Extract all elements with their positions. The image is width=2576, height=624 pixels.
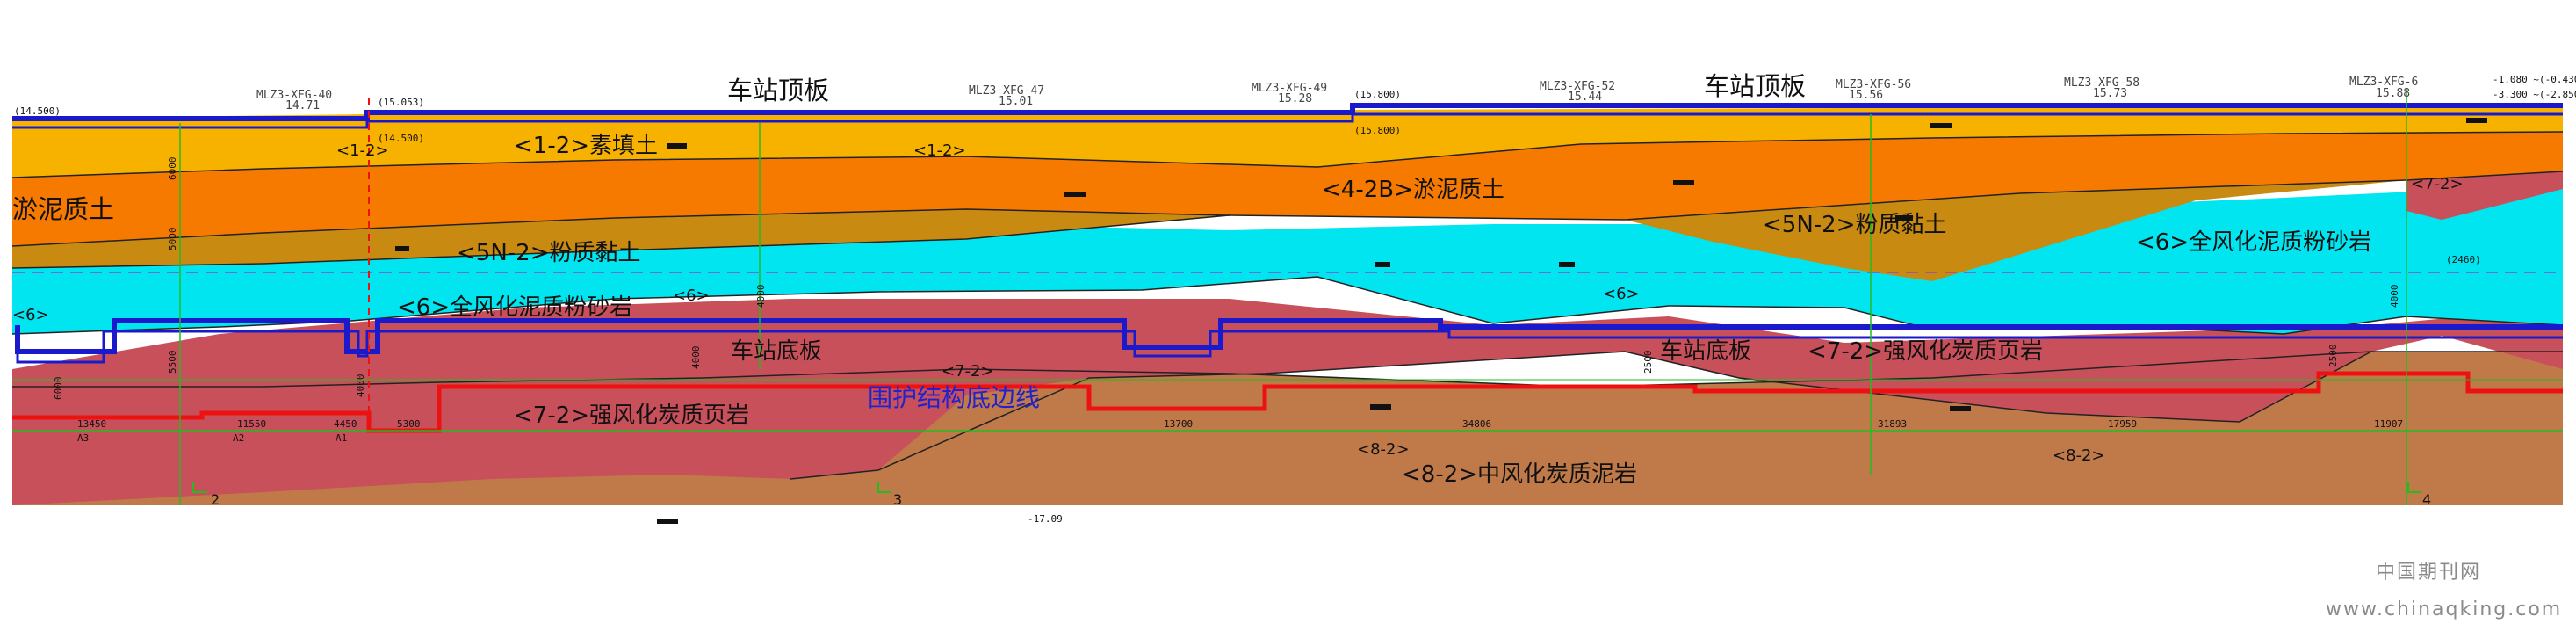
zone-label: A1 xyxy=(336,432,347,444)
roof-label-right: 车站顶板 xyxy=(1704,71,1806,101)
borehole-elev: 15.44 xyxy=(1568,91,1602,104)
elevation-mark: -3.300 ~(-2.850) xyxy=(2493,89,2576,100)
silty-clay-label-left: <5N-2>粉质黏土 xyxy=(457,240,641,266)
borehole-elev: 14.71 xyxy=(285,99,320,112)
vertical-dimension: 5000 xyxy=(167,228,178,251)
stratum-5N-2-right xyxy=(1625,180,2406,281)
layer-72-a: <7-2> xyxy=(942,362,994,381)
borehole-elev: 15.01 xyxy=(999,95,1033,108)
layer-6-b: <6> xyxy=(1603,285,1640,303)
borehole-lines xyxy=(179,88,2407,505)
stratum-boundary xyxy=(11,276,2564,335)
stratum-boundary xyxy=(11,131,2564,178)
elevation-mark: (2460) xyxy=(2446,254,2481,265)
station-floor-line xyxy=(15,318,2563,354)
dimension-text: 11907 xyxy=(2374,418,2403,430)
borehole-id: MLZ3-XFG-56 xyxy=(1836,78,1911,91)
roof-label-left: 车站顶板 xyxy=(727,76,829,105)
stratum-5N-2 xyxy=(12,209,1230,268)
borehole-id: MLZ3-XFG-58 xyxy=(2064,76,2139,90)
elevation-mark: (15.800) xyxy=(1354,125,1401,136)
vertical-dimension: 4000 xyxy=(2389,285,2400,308)
borehole-elev: 15.73 xyxy=(2093,87,2127,100)
borehole-id: MLZ3-XFG-52 xyxy=(1540,80,1615,93)
dimension-text: 11550 xyxy=(237,418,266,430)
section-marker: 4 xyxy=(2422,491,2431,508)
dimension-text: 34806 xyxy=(1462,418,1491,430)
elevation-mark: (14.500) xyxy=(14,105,61,117)
layer-82-a: <8-2> xyxy=(1357,440,1410,459)
watermark-url: www.chinaqking.com xyxy=(2326,599,2562,620)
fill-soil-short-1: <1-2> xyxy=(336,141,389,160)
dimension-text: 31893 xyxy=(1878,418,1907,430)
weathered-6-label-right: <6>全风化泥质粉砂岩 xyxy=(2136,229,2371,256)
station-roof-line xyxy=(12,103,2563,121)
fill-soil-short-2: <1-2> xyxy=(913,141,966,160)
boundary-line-label: 围护结构底边线 xyxy=(868,383,1040,412)
silt-label-mid: <4-2B>淤泥质土 xyxy=(1322,177,1504,203)
dimension-text: 4450 xyxy=(334,418,357,430)
silty-clay-label-right: <5N-2>粉质黏土 xyxy=(1763,212,1947,238)
dimension-text: 13700 xyxy=(1164,418,1193,430)
vertical-dimension: 4000 xyxy=(690,346,702,370)
data-marks xyxy=(395,118,2487,524)
floor-label-right: 车站底板 xyxy=(1660,338,1751,365)
section-marker: 3 xyxy=(893,491,902,508)
dimension-text: 5300 xyxy=(397,418,421,430)
borehole-elev: 15.28 xyxy=(1278,92,1312,105)
watermark-cn: 中国期刊网 xyxy=(2376,562,2481,584)
vertical-dimension: 4000 xyxy=(755,285,767,308)
elevation-mark: (15.053) xyxy=(378,97,424,108)
strong-72-label-bottom: <7-2>强风化炭质页岩 xyxy=(514,403,749,429)
vertical-dimension: 6000 xyxy=(167,157,178,181)
stratum-boundary xyxy=(12,351,2563,388)
borehole-elev: 15.88 xyxy=(2376,87,2410,100)
layer-82-b: <8-2> xyxy=(2053,446,2105,465)
stratum-7-2-lens xyxy=(2406,171,2563,220)
vertical-dimension: 6000 xyxy=(53,377,64,401)
elevation-mark: (15.800) xyxy=(1354,89,1401,100)
elevation-mark: (14.500) xyxy=(378,133,424,144)
zone-label: A2 xyxy=(233,432,244,444)
borehole-id: MLZ3-XFG-40 xyxy=(256,89,332,102)
borehole-id: MLZ3-XFG-6 xyxy=(2349,76,2418,89)
zone-label: A3 xyxy=(77,432,89,444)
stratum-boundary xyxy=(790,351,2372,480)
layer-6-c: <6> xyxy=(12,306,49,324)
section-marker-brackets xyxy=(192,482,2421,493)
strong-72-label-right: <7-2>强风化炭质页岩 xyxy=(1808,338,2043,365)
weathered-6-label-left: <6>全风化泥质粉砂岩 xyxy=(397,294,632,321)
floor-label-left: 车站底板 xyxy=(731,338,822,365)
moderate-82-label: <8-2>中风化炭质泥岩 xyxy=(1402,461,1637,488)
vertical-dimension: 5500 xyxy=(167,351,178,374)
elevation-mark: -1.080 ~(-0.430) xyxy=(2493,74,2576,85)
borehole-id: MLZ3-XFG-49 xyxy=(1252,82,1327,95)
station-floor-line-inner xyxy=(16,330,2563,364)
bottom-elevation: -17.09 xyxy=(1028,513,1063,525)
station-roof-line-inner xyxy=(12,112,2563,129)
silt-label-left: 淤泥质土 xyxy=(12,194,114,224)
borehole-elev: 15.56 xyxy=(1849,89,1883,102)
layer-6-a: <6> xyxy=(673,287,710,305)
dimension-text: 13450 xyxy=(77,418,106,430)
layer-72-b: <7-2> xyxy=(2411,175,2464,193)
stratum-7-2 xyxy=(12,299,2563,505)
section-marker: 2 xyxy=(211,491,220,508)
vertical-dimension: 2500 xyxy=(1642,351,1654,374)
borehole-id: MLZ3-XFG-47 xyxy=(969,84,1044,98)
fill-soil-label: <1-2>素填土 xyxy=(514,133,658,159)
dimension-text: 17959 xyxy=(2108,418,2137,430)
vertical-dimension: 4000 xyxy=(355,374,366,398)
vertical-dimension: 2500 xyxy=(2327,345,2339,368)
